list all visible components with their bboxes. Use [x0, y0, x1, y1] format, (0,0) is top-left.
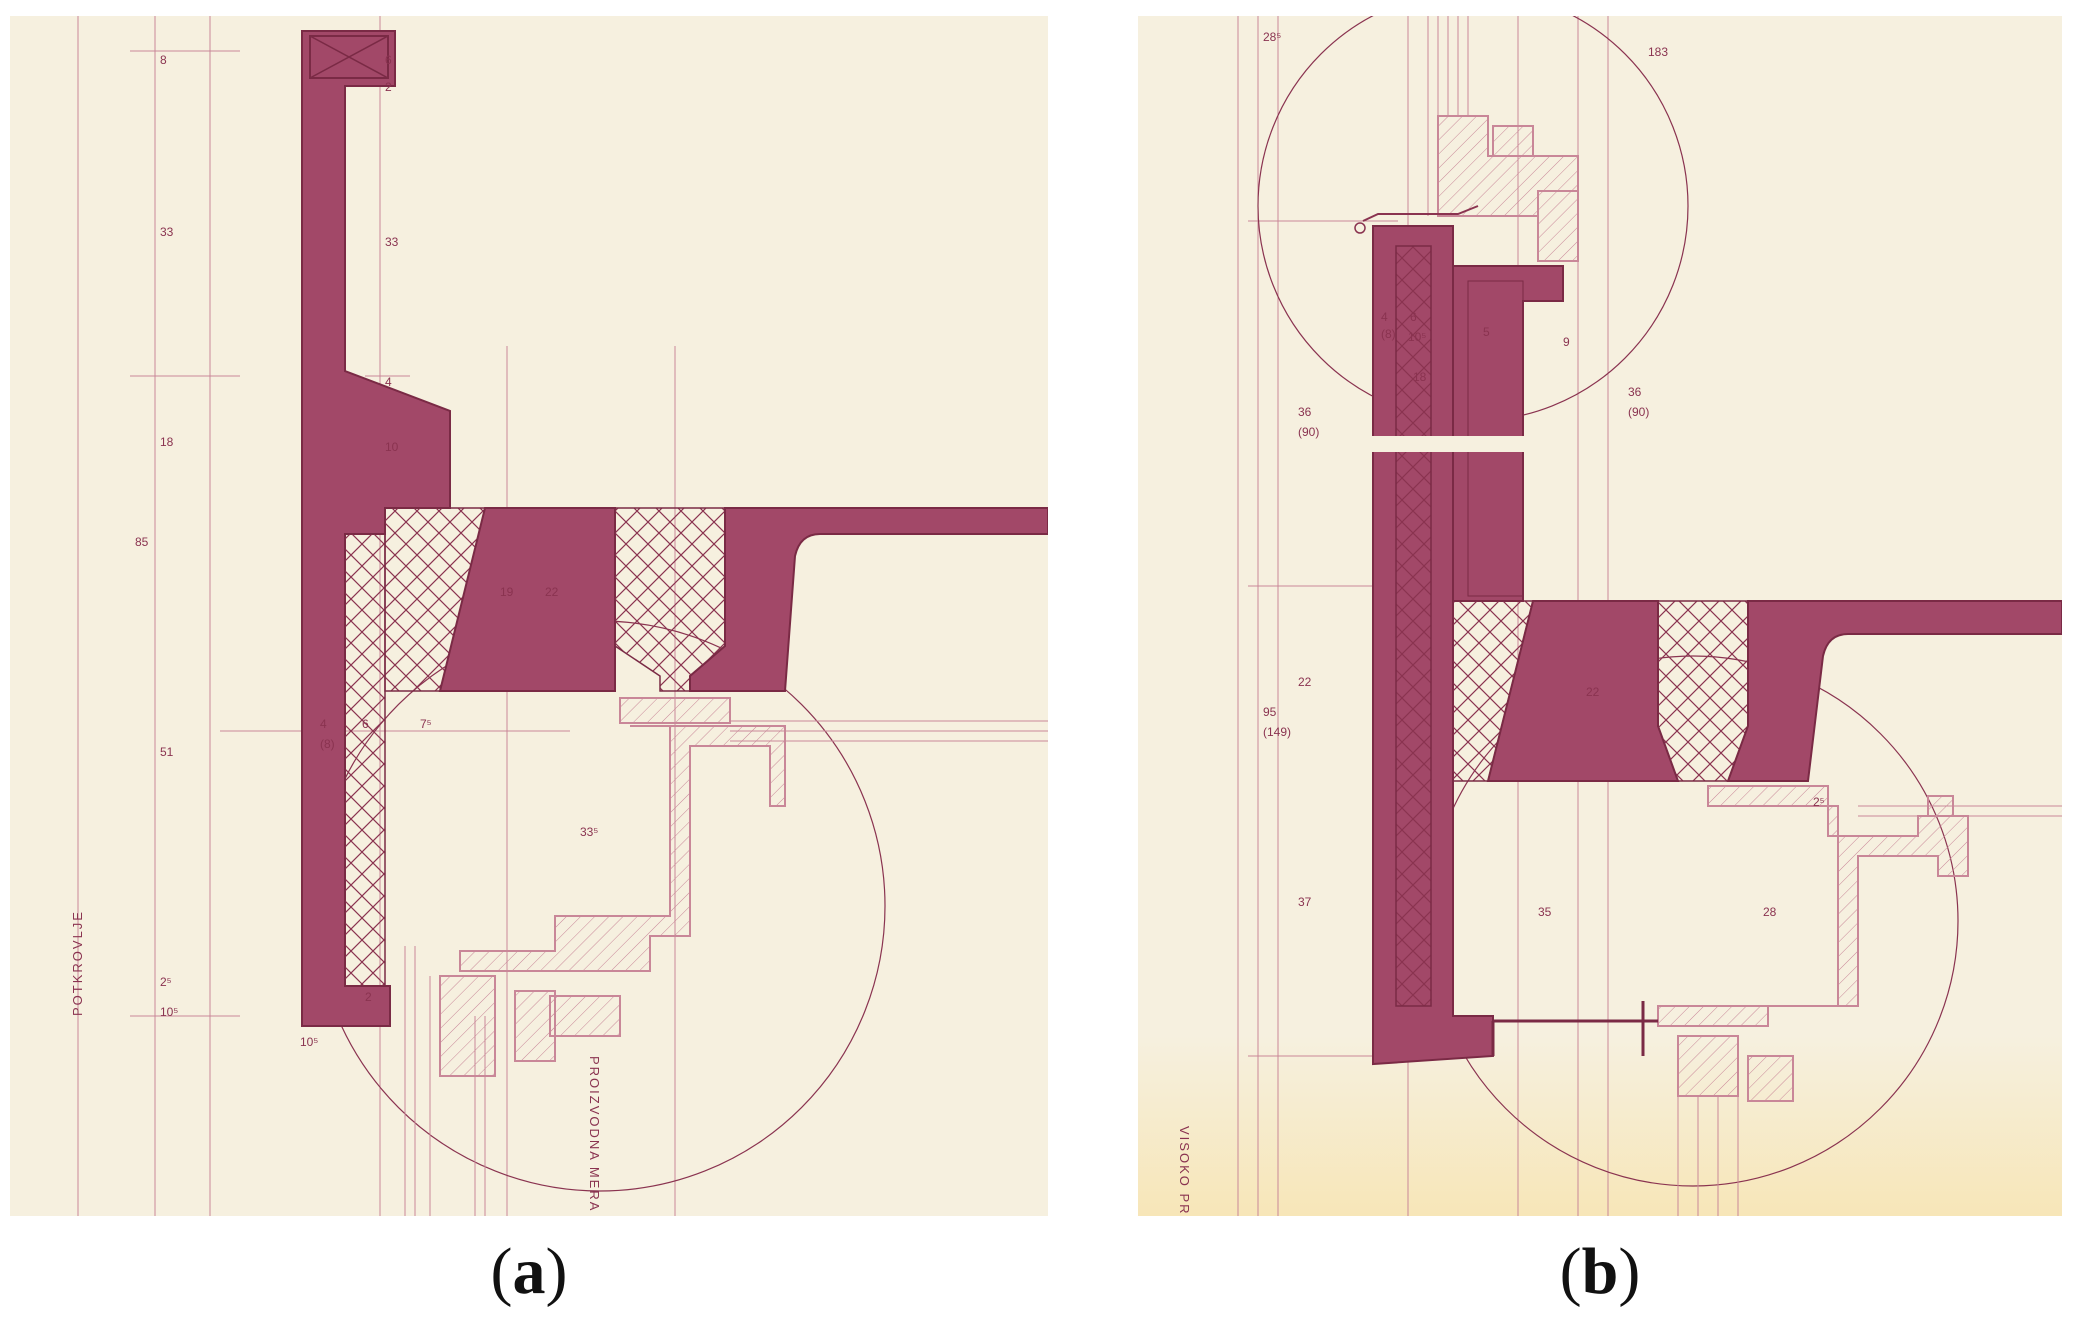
upper-glazing [1427, 16, 1469, 216]
dim-b-mid-3: 10⁵ [1408, 330, 1426, 344]
dim-left-1: 33 [160, 225, 174, 239]
dim-b-mid-0: 4 [1381, 310, 1388, 324]
dim-right-2: 33 [385, 235, 399, 249]
dim-mid-3: 7⁵ [420, 717, 432, 731]
section-drawing-a: POTKROVLJE PROIZVODNA MERA 8 33 18 85 51… [70, 16, 1048, 1216]
dim-b-right-4: 35 [1538, 905, 1552, 919]
label-visoko: VISOKO PR [1177, 1126, 1192, 1216]
dim-b-left-6: 37 [1298, 895, 1312, 909]
caption-b: (b) [1559, 1235, 1641, 1308]
dim-right-4: 10 [385, 440, 399, 454]
dim-right-6: 19 [500, 585, 514, 599]
window-frame [439, 697, 786, 1077]
insulation-wall [344, 533, 386, 987]
dim-b-left-4: (149) [1263, 725, 1291, 739]
dim-right-0: 6 [385, 53, 392, 67]
dim-right-3: 4 [385, 375, 392, 389]
glazing-lines [404, 720, 1048, 1216]
dim-b-left-2: (90) [1298, 425, 1319, 439]
lower-glazing [1677, 805, 2062, 1216]
dim-mid-1: (8) [320, 737, 335, 751]
dim-mid-6: 10⁵ [300, 1035, 318, 1049]
dim-b-right-2: (90) [1628, 405, 1649, 419]
dim-b-mid-4: 5 [1483, 325, 1490, 339]
dim-right-5: 22 [545, 585, 559, 599]
dim-left-6: 10⁵ [160, 1005, 178, 1019]
dim-b-mid-6: 18 [1413, 370, 1427, 384]
slab-block-b [689, 507, 1048, 692]
dim-mid-4: 33⁵ [580, 825, 598, 839]
dim-left-4: 51 [160, 745, 174, 759]
label-proizvodna-mera: PROIZVODNA MERA [587, 1056, 602, 1212]
dim-b-left-3: 95 [1263, 705, 1277, 719]
dim-b-left-5: 22 [1298, 675, 1312, 689]
dim-b-right-1: 36 [1628, 385, 1642, 399]
dim-b-mid-5: 9 [1563, 335, 1570, 349]
dim-b-left-1: 36 [1298, 405, 1312, 419]
dim-b-mid-7: 2⁵ [1813, 795, 1825, 809]
lower-window-frame [1657, 785, 1969, 1102]
slab-block-a [438, 507, 616, 692]
dim-b-right-0: 183 [1648, 45, 1668, 59]
dim-b-right-3: 22 [1586, 685, 1600, 699]
slab-block-b2 [1726, 600, 2062, 782]
caption-a: (a) [490, 1235, 568, 1308]
dim-b-mid-1: (8) [1381, 327, 1396, 341]
drawing-panel-a: POTKROVLJE PROIZVODNA MERA 8 33 18 85 51… [10, 16, 1048, 1216]
dim-b-right-5: 28 [1763, 905, 1777, 919]
dim-b-mid-2: 6 [1410, 310, 1417, 324]
drawing-panel-b: VISOKO PR 28⁵ 36 (90) 95 (149) 22 37 183… [1138, 16, 2062, 1216]
dim-mid-5: 2 [365, 990, 372, 1004]
dim-left-2: 18 [160, 435, 174, 449]
dim-b-left-0: 28⁵ [1263, 30, 1281, 44]
dim-left-5: 2⁵ [160, 975, 172, 989]
dim-left-0: 8 [160, 53, 167, 67]
sill-profile [1491, 1001, 1658, 1056]
dim-left-3: 85 [135, 535, 149, 549]
dim-right-1: 2 [385, 80, 392, 94]
insulation-wall-b [1395, 245, 1432, 1007]
label-potkrovlje: POTKROVLJE [70, 910, 85, 1016]
upper-window-frame [1437, 115, 1579, 262]
section-drawing-b: VISOKO PR 28⁵ 36 (90) 95 (149) 22 37 183… [1138, 16, 2062, 1216]
dim-mid-0: 4 [320, 717, 327, 731]
dim-mid-2: 6 [362, 717, 369, 731]
